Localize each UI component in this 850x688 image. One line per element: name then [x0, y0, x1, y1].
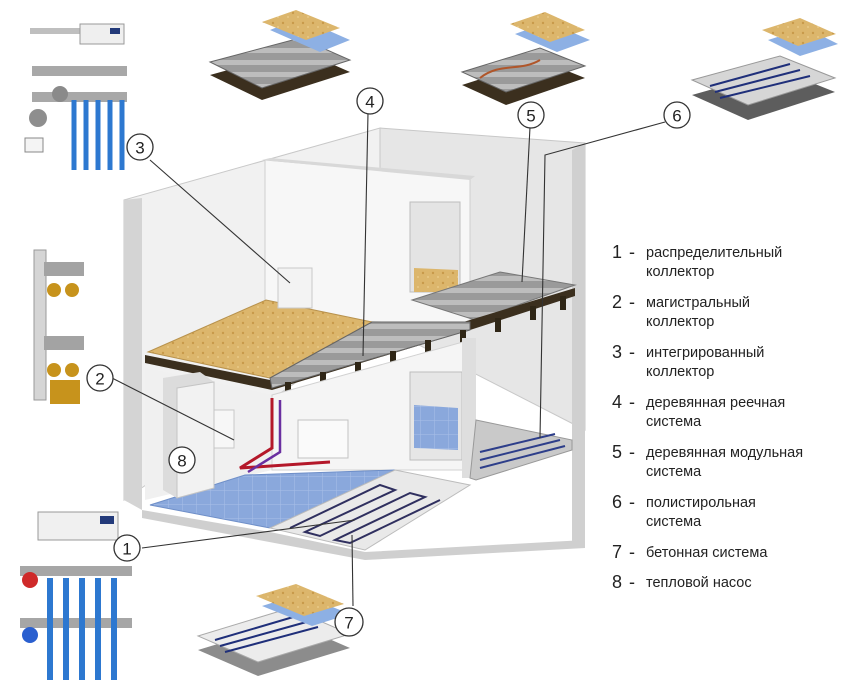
legend-dash: -: [629, 492, 635, 512]
lower-radiator: [297, 419, 349, 459]
heat-pump-front: [176, 381, 215, 499]
supply-pipe-red: [239, 398, 331, 470]
svg-text:1: 1: [122, 540, 131, 559]
lower-doorway-floor: [414, 405, 458, 450]
base-slab: [142, 510, 585, 560]
upper-partition-edge: [262, 158, 475, 180]
svg-text:2: 2: [95, 370, 104, 389]
house-cutaway: [123, 127, 586, 560]
legend-item-8: 8 - тепловой насос: [612, 572, 848, 602]
legend-number: 2: [612, 292, 623, 312]
svg-text:7: 7: [344, 614, 353, 633]
legend-number: 1: [612, 242, 623, 262]
legend-number: 5: [612, 442, 623, 462]
callout-3: 3: [126, 133, 154, 161]
legend-dash: -: [629, 392, 635, 412]
right-wall-edge: [572, 143, 585, 545]
upper-collector-box: [277, 267, 313, 309]
svg-text:5: 5: [526, 107, 535, 126]
legend-item-5: 5 - деревянная модульная система: [612, 442, 848, 492]
legend-label-cont: коллектор: [646, 364, 715, 380]
callout-6: 6: [663, 101, 691, 129]
wood-rail-floor: [269, 321, 471, 389]
legend-dash: -: [629, 242, 635, 262]
legend-label-cont: коллектор: [646, 264, 715, 280]
wood-modular-system-inset: [460, 12, 590, 105]
legend-item-4: 4 - деревянная реечная система: [612, 392, 848, 442]
supply-pipe-blue: [247, 400, 282, 474]
legend-label: интегрированный: [646, 345, 765, 361]
legend-label: бетонная система: [646, 545, 768, 561]
svg-text:6: 6: [672, 107, 681, 126]
legend-label: полистирольная: [646, 495, 756, 511]
legend-label-cont: система: [646, 514, 702, 530]
legend-dash: -: [629, 542, 635, 562]
svg-text:8: 8: [177, 452, 186, 471]
callout-7: 7: [334, 607, 364, 637]
legend-item-3: 3 - интегрированный коллектор: [612, 342, 848, 392]
lower-collector-box: [211, 409, 235, 449]
legend-item-2: 2 - магистральный коллектор: [612, 292, 848, 342]
distribution-manifold-image: [24, 23, 127, 170]
polystyrene-system-pipe: [479, 433, 566, 469]
legend-label: распределительный: [646, 245, 783, 261]
legend-label: тепловой насос: [646, 575, 752, 591]
concrete-system-floor: [268, 469, 472, 551]
upper-rail-floor: [410, 271, 577, 321]
legend-item-7: 7 - бетонная система: [612, 542, 848, 572]
leader-lines: [111, 112, 666, 607]
callout-4: 4: [356, 87, 384, 115]
legend-number: 8: [612, 572, 623, 592]
legend-number: 7: [612, 542, 623, 562]
svg-text:4: 4: [365, 93, 374, 112]
legend-number: 4: [612, 392, 623, 412]
legend-label: магистральный: [646, 295, 750, 311]
callout-5: 5: [517, 101, 545, 129]
legend-label: деревянная модульная: [646, 445, 804, 461]
callout-2: 2: [86, 364, 114, 392]
upper-doorway-floor: [414, 268, 458, 292]
legend-number: 6: [612, 492, 623, 512]
legend-label: деревянная реечная: [646, 395, 786, 411]
joists: [285, 296, 566, 396]
legend: 1 - распределительный коллектор 2 - маги…: [612, 242, 848, 602]
legend-dash: -: [629, 292, 635, 312]
concrete-system-inset: [196, 584, 352, 676]
legend-label-cont: система: [646, 464, 702, 480]
legend-dash: -: [629, 442, 635, 462]
concrete-system-pipe: [289, 483, 441, 545]
main-collector-image: [33, 249, 84, 404]
wood-rail-system-inset: [208, 10, 352, 100]
legend-item-1: 1 - распределительный коллектор: [612, 242, 848, 292]
legend-label-cont: система: [646, 414, 702, 430]
legend-number: 3: [612, 342, 623, 362]
callout-8: 8: [168, 446, 196, 474]
distribution-collector-image: [20, 511, 132, 680]
legend-item-6: 6 - полистирольная система: [612, 492, 848, 542]
left-wall-edge: [124, 198, 142, 510]
lower-partition-pillar: [462, 338, 476, 478]
legend-dash: -: [629, 572, 635, 592]
svg-text:3: 3: [135, 139, 144, 158]
callout-1: 1: [113, 534, 141, 562]
legend-dash: -: [629, 342, 635, 362]
polystyrene-system-inset: [690, 18, 838, 120]
legend-label-cont: коллектор: [646, 314, 715, 330]
